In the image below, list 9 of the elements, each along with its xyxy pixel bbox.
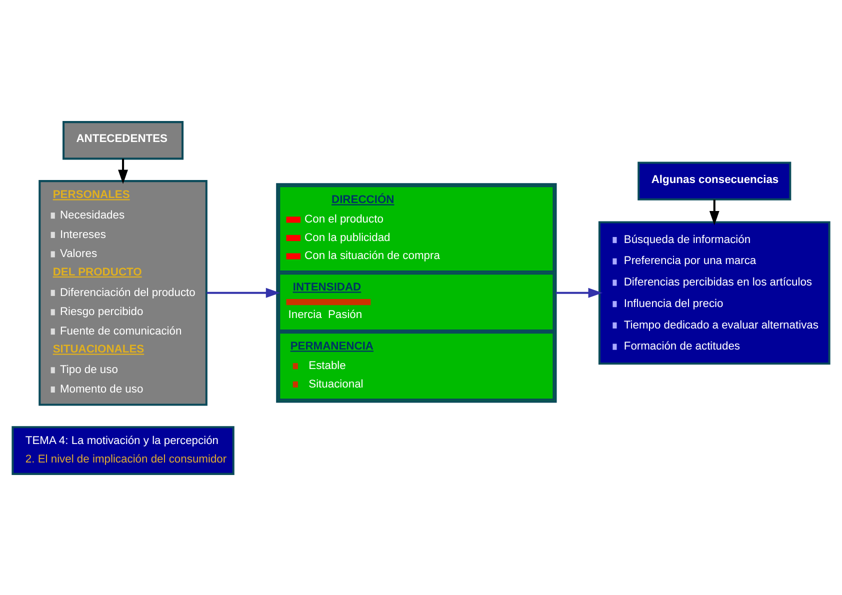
arrow [206,287,280,298]
node-box: Algunas consecuencias [638,161,792,200]
node-box: TEMA 4: La motivación y la percepción 2. El nivel de implicación del consumidor [12,426,234,474]
arrow [118,158,128,184]
arrow [556,287,603,298]
node-box: ANTECEDENTES [62,120,184,160]
node-box: Búsqueda de información Preferencia por una marca Diferencias percibidas en los artículos Influencia del precio Tiempo dedicado a evaluar alternativas Formación de actitudes [598,220,830,364]
arrow [709,199,720,225]
node-box: PERSONALES Necesidades Intereses Valores DEL PRODUCTO Diferenciación del producto Riesgo percibido Fuente de comunicación SITUACIONALES Tipo de uso Momento de uso [38,180,208,406]
